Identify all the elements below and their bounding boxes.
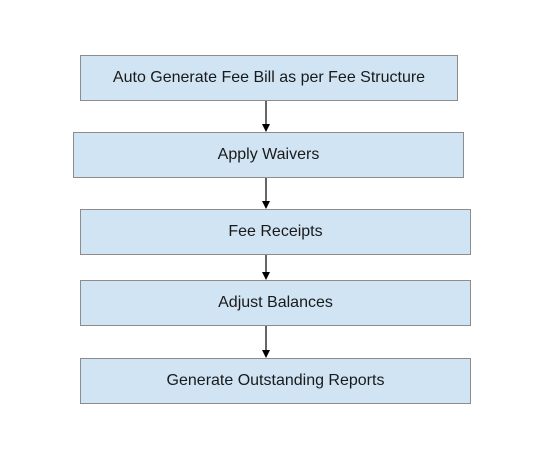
step-label: Fee Receipts [228, 223, 323, 240]
step-fee-receipts: Fee Receipts [80, 209, 471, 255]
step-auto-generate-fee-bill: Auto Generate Fee Bill as per Fee Struct… [80, 55, 458, 101]
step-label: Apply Waivers [217, 146, 320, 163]
step-label: Adjust Balances [218, 294, 333, 311]
step-adjust-balances: Adjust Balances [80, 280, 471, 326]
step-apply-waivers: Apply Waivers [73, 132, 464, 178]
step-label: Generate Outstanding Reports [166, 372, 385, 389]
step-label: Auto Generate Fee Bill as per Fee Struct… [112, 69, 426, 86]
step-generate-outstanding-reports: Generate Outstanding Reports [80, 358, 471, 404]
